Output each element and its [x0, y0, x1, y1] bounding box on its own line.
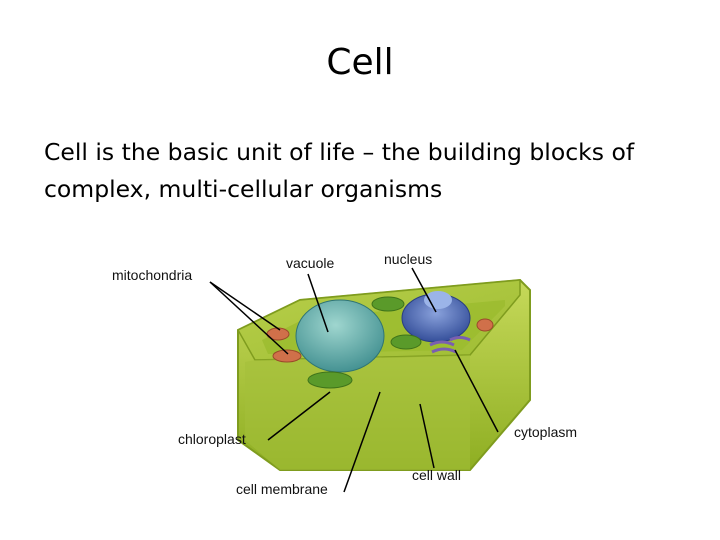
label-cell-membrane: cell membrane — [236, 481, 328, 497]
label-vacuole: vacuole — [286, 255, 334, 271]
slide-body-text: Cell is the basic unit of life – the bui… — [44, 138, 635, 203]
vacuole-shape — [295, 299, 385, 373]
chloroplasts — [307, 296, 422, 389]
label-cytoplasm: cytoplasm — [514, 424, 577, 440]
label-chloroplast: chloroplast — [178, 431, 246, 447]
label-cell-wall: cell wall — [412, 467, 461, 483]
leader-lines — [209, 267, 499, 493]
slide-title: Cell — [326, 42, 394, 83]
label-mitochondria: mitochondria — [112, 267, 192, 283]
golgi-apparatus — [429, 336, 471, 354]
label-nucleus: nucleus — [384, 251, 432, 267]
